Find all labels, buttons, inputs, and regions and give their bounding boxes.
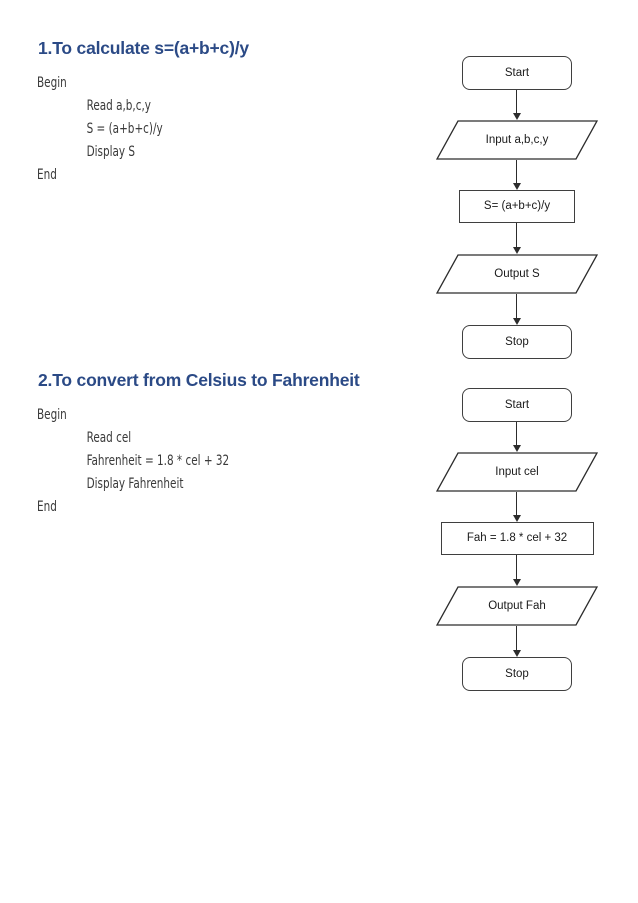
flow-node-label: Input a,b,c,y [485,134,549,146]
arrowhead-icon [512,445,521,452]
pseudocode-line: End [37,499,57,515]
flow-connector-arrow [512,90,522,120]
flow-node-terminator[interactable]: Stop [462,657,572,691]
flow-node-label: Fah = 1.8 * cel + 32 [466,532,568,544]
flow-node-terminator[interactable]: Start [462,56,572,90]
parallelogram-shape [436,120,598,160]
arrowhead-icon [512,183,521,190]
connector-line [516,626,518,651]
arrowhead-icon [512,113,521,120]
flow-connector-arrow [512,160,522,190]
parallelogram-shape [436,254,598,294]
flow-node-label: Start [504,67,530,79]
flow-connector-arrow [512,294,522,325]
flow-node-io[interactable]: Output Fah [436,586,598,626]
flow-node-label: Output S [494,268,540,280]
connector-line [516,90,518,114]
connector-line [516,160,518,184]
flow-connector-arrow [512,626,522,657]
flow-connector-arrow [512,492,522,522]
flow-node-label: Stop [505,668,529,680]
pseudocode-line: Display S [86,144,136,160]
pseudocode-line: Display Fahrenheit [86,476,184,492]
flow-node-terminator[interactable]: Start [462,388,572,422]
pseudocode-line: Begin [37,75,67,91]
connector-line [516,492,518,516]
arrowhead-icon [512,247,521,254]
flow-node-label: Input cel [495,466,539,478]
flow-node-label: Start [504,399,530,411]
flow-node-label: Output Fah [488,600,546,612]
flow-node-label: Stop [505,336,529,348]
flow-node-terminator[interactable]: Stop [462,325,572,359]
section-1-heading: 1.To calculate s=(a+b+c)/y [38,38,249,58]
pseudocode-line: Read cel [86,430,132,446]
flow-node-io[interactable]: Output S [436,254,598,294]
arrowhead-icon [512,318,521,325]
pseudocode-line: Fahrenheit = 1.8 * cel + 32 [86,453,230,469]
section-1-pseudocode: Begin Read a,b,c,y S = (a+b+c)/y Display… [37,72,163,187]
connector-line [516,223,518,248]
flow-node-io[interactable]: Input a,b,c,y [436,120,598,160]
pseudocode-line: S = (a+b+c)/y [86,121,163,137]
parallelogram-shape [436,452,598,492]
connector-line [516,422,518,446]
section-2-heading: 2.To convert from Celsius to Fahrenheit [38,370,360,390]
flow-node-label: S= (a+b+c)/y [483,200,551,212]
connector-line [516,294,518,319]
connector-line [516,555,518,580]
flow-node-io[interactable]: Input cel [436,452,598,492]
flow-connector-arrow [512,422,522,452]
arrowhead-icon [512,515,521,522]
flow-node-process[interactable]: Fah = 1.8 * cel + 32 [440,522,594,555]
arrowhead-icon [512,579,521,586]
parallelogram-shape [436,586,598,626]
pseudocode-line: End [37,167,57,183]
flow-node-process[interactable]: S= (a+b+c)/y [459,190,575,223]
section-2-pseudocode: Begin Read cel Fahrenheit = 1.8 * cel + … [37,404,229,519]
pseudocode-line: Begin [37,407,67,423]
pseudocode-line: Read a,b,c,y [86,98,151,114]
flow-connector-arrow [512,223,522,254]
arrowhead-icon [512,650,521,657]
flow-connector-arrow [512,555,522,586]
